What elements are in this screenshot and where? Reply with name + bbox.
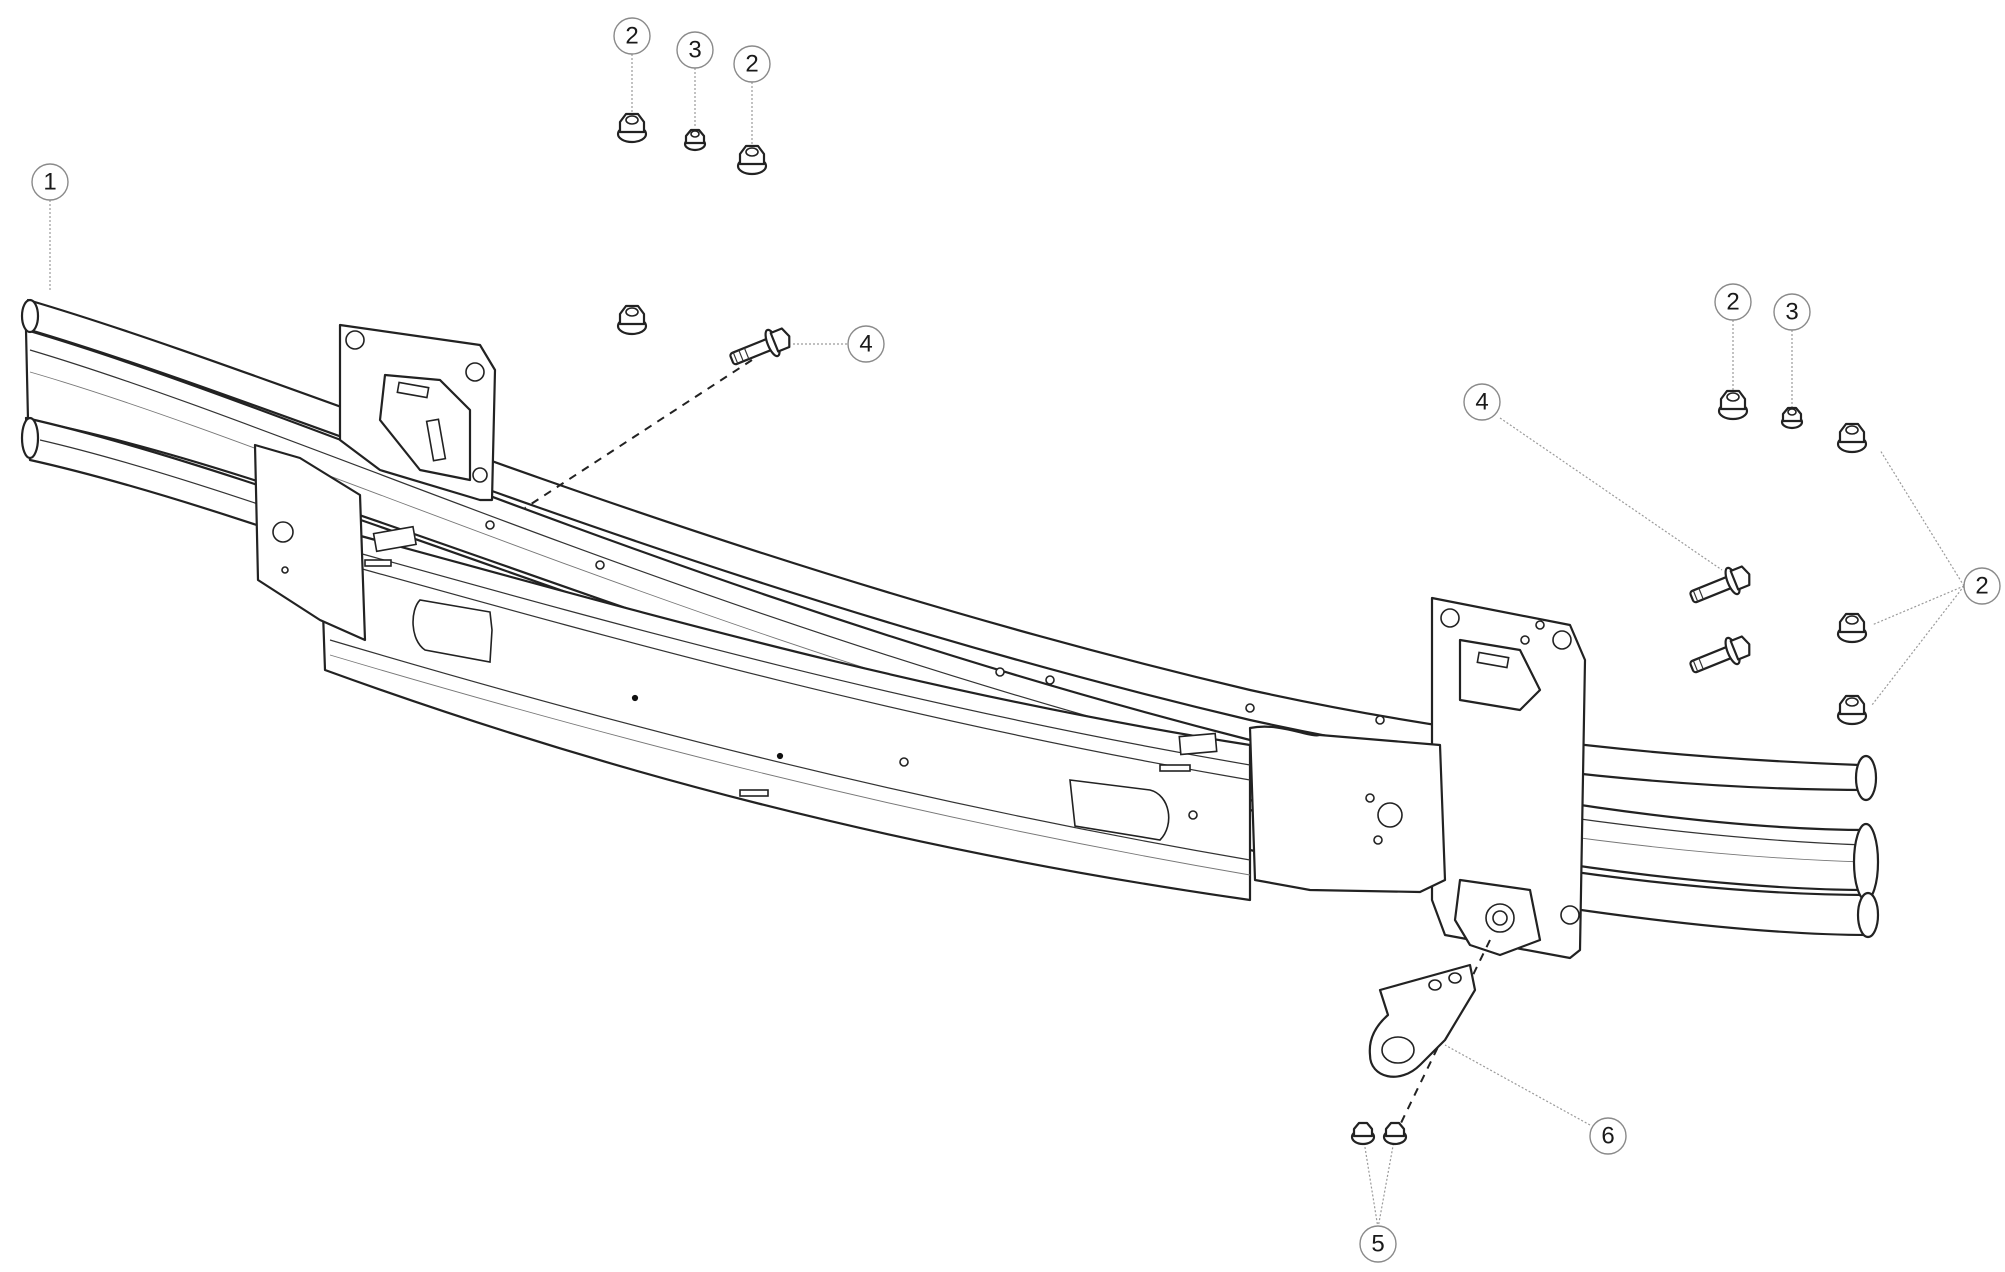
tow-bracket xyxy=(1368,963,1477,1078)
callout-2-top-right: 2 xyxy=(733,45,771,83)
flange-nut-icon xyxy=(616,112,648,144)
callout-2-top-left: 2 xyxy=(613,17,651,55)
flange-nut-icon xyxy=(1836,422,1868,454)
flange-bolts xyxy=(729,327,1751,674)
assembly-axes xyxy=(524,359,1491,1126)
callout-2-right: 2 xyxy=(1963,567,2001,605)
callout-label: 2 xyxy=(1975,573,1988,600)
callout-label: 1 xyxy=(43,169,56,196)
callout-label: 4 xyxy=(859,331,872,358)
small-nut-icon xyxy=(683,128,707,152)
callout-label: 2 xyxy=(745,51,758,78)
flange-nuts xyxy=(616,112,1868,726)
leader-lines xyxy=(49,54,1965,1229)
callout-1: 1 xyxy=(31,163,69,201)
callout-label: 2 xyxy=(1726,289,1739,316)
callout-label: 3 xyxy=(688,37,701,64)
flange-nut-icon xyxy=(736,144,768,176)
callout-3-right: 3 xyxy=(1773,293,1811,331)
flange-nut-icon xyxy=(616,304,648,336)
callout-label: 6 xyxy=(1601,1123,1614,1150)
callout-2-right-top: 2 xyxy=(1714,283,1752,321)
callout-label: 2 xyxy=(625,23,638,50)
callout-5: 5 xyxy=(1359,1225,1397,1263)
bumper-reinforcement-beam xyxy=(20,298,1880,960)
flange-bolt-icon xyxy=(729,327,791,366)
callout-label: 5 xyxy=(1371,1231,1384,1258)
small-bolt-icon xyxy=(1350,1121,1376,1146)
small-bolts xyxy=(1350,1121,1408,1146)
flange-nut-icon xyxy=(1836,612,1868,644)
flange-bolt-icon xyxy=(1689,565,1751,604)
callout-3-top: 3 xyxy=(676,31,714,69)
small-bolt-icon xyxy=(1382,1121,1408,1146)
callout-label: 3 xyxy=(1785,299,1798,326)
flange-nut-icon xyxy=(1836,694,1868,726)
small-nut-icon xyxy=(1780,406,1804,430)
callout-4-left: 4 xyxy=(847,325,885,363)
callout-4-right: 4 xyxy=(1463,383,1501,421)
flange-nut-icon xyxy=(1717,389,1749,421)
flange-bolt-icon xyxy=(1689,635,1751,674)
callout-6: 6 xyxy=(1589,1117,1627,1155)
callout-label: 4 xyxy=(1475,389,1488,416)
small-nuts xyxy=(683,128,1804,430)
